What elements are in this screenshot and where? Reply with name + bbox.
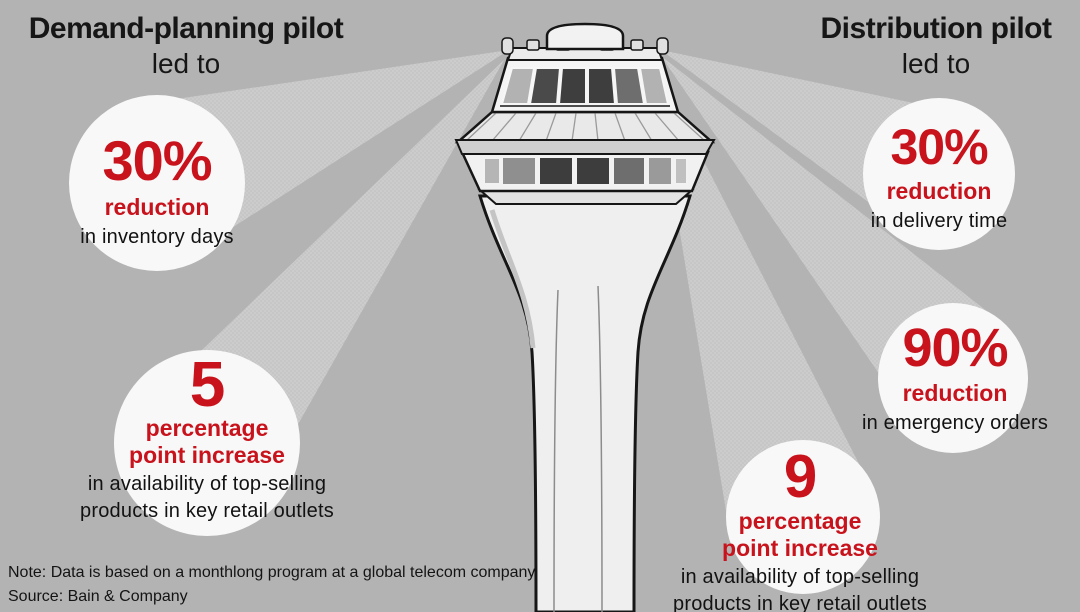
stat-desc-line: in availability of top-selling bbox=[680, 566, 920, 588]
stat-unit-line: percentage bbox=[145, 415, 269, 441]
control-tower-illustration bbox=[454, 22, 716, 612]
stat-circle bbox=[726, 440, 880, 594]
stat-delivery-time: 30% reduction in delivery time bbox=[815, 120, 1063, 235]
stat-circle bbox=[878, 303, 1028, 453]
stat-desc-line: in emergency orders bbox=[861, 412, 1049, 434]
stat-value: 9 bbox=[783, 443, 817, 510]
stat-availability-increase-right: 9 percentage point increase in availabil… bbox=[640, 443, 960, 612]
stat-unit-line: reduction bbox=[902, 380, 1008, 406]
stat-inventory-days: 30% reduction in inventory days bbox=[27, 132, 287, 251]
stat-unit-line: percentage bbox=[738, 508, 862, 534]
stat-emergency-orders: 90% reduction in emergency orders bbox=[825, 320, 1080, 437]
footer-source: Source: Bain & Company bbox=[8, 588, 188, 605]
stat-circle bbox=[69, 95, 245, 271]
stat-circle bbox=[863, 98, 1015, 250]
left-pilot-title: Demand-planning pilot bbox=[28, 12, 344, 45]
footer: Note: Data is based on a monthlong progr… bbox=[8, 561, 535, 609]
stat-value: 30% bbox=[102, 129, 212, 192]
stat-unit-line: reduction bbox=[104, 194, 210, 220]
stat-desc-line: in delivery time bbox=[870, 210, 1008, 232]
stat-value: 5 bbox=[189, 348, 226, 420]
stat-unit-line: reduction bbox=[886, 178, 992, 204]
stat-desc-line: in availability of top-selling bbox=[87, 473, 327, 495]
beam-right-bottom bbox=[651, 58, 874, 541]
stat-availability-increase-left: 5 percentage point increase in availabil… bbox=[45, 348, 369, 525]
stat-value: 90% bbox=[902, 318, 1008, 378]
stat-circle bbox=[114, 350, 300, 536]
footer-note: Note: Data is based on a monthlong progr… bbox=[8, 564, 536, 581]
right-pilot-subtitle: led to bbox=[901, 48, 971, 79]
left-pilot-subtitle: led to bbox=[151, 48, 221, 79]
stat-value: 30% bbox=[890, 119, 988, 175]
stat-desc-line: products in key retail outlets bbox=[80, 500, 334, 522]
header-right: Distribution pilot led to bbox=[790, 10, 1080, 80]
stat-desc-line: in inventory days bbox=[80, 226, 234, 248]
stat-unit-line: point increase bbox=[129, 442, 285, 468]
stat-unit-line: point increase bbox=[722, 535, 878, 561]
stat-desc-line: products in key retail outlets bbox=[673, 593, 927, 612]
header-left: Demand-planning pilot led to bbox=[16, 10, 356, 80]
right-pilot-title: Distribution pilot bbox=[820, 12, 1052, 45]
